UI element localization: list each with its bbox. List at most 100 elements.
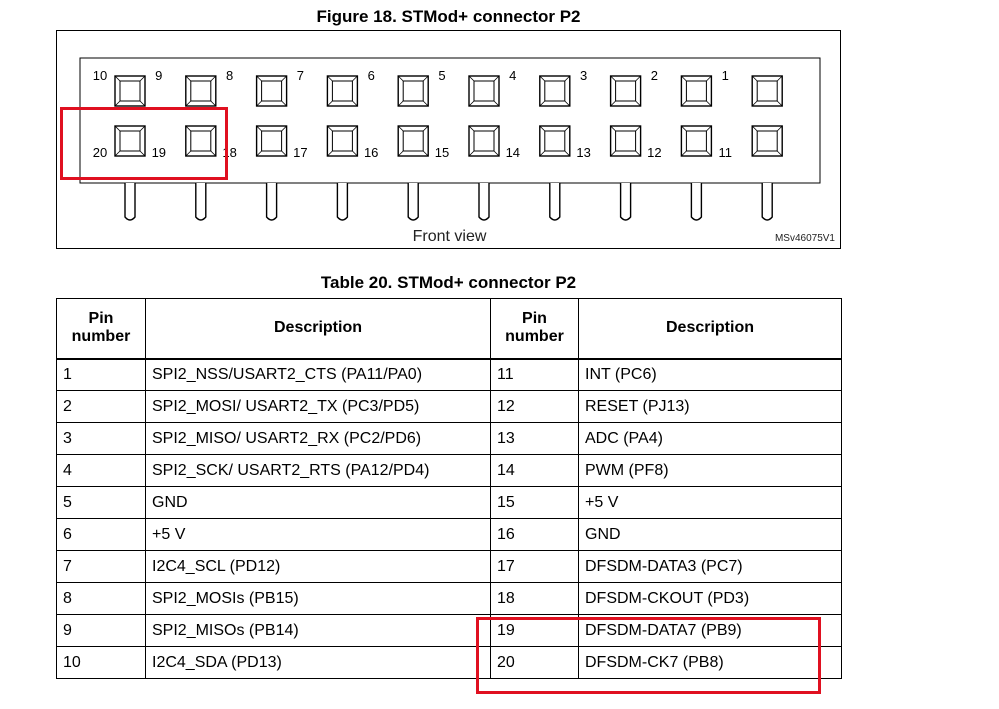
connector-body [79, 57, 821, 184]
pin-cell: 5 [56, 486, 146, 519]
pin-cell: 12 [490, 390, 579, 423]
pin-socket-16 [397, 125, 429, 157]
pin-label-4: 4 [509, 68, 516, 83]
pin-label-17: 17 [293, 145, 307, 160]
pin-leg [336, 183, 349, 221]
description-cell: +5 V [578, 486, 842, 519]
description-cell: INT (PC6) [578, 358, 842, 391]
pin-label-20: 20 [93, 145, 107, 160]
pin-cell: 9 [56, 614, 146, 647]
pin-cell: 8 [56, 582, 146, 615]
pin-socket-20 [114, 125, 146, 157]
pin-cell: 4 [56, 454, 146, 487]
front-view-label: Front view [412, 228, 487, 245]
pin-leg [478, 183, 490, 221]
pin-cell: 14 [490, 454, 579, 487]
pin-label-8: 8 [226, 68, 233, 83]
pin-leg [407, 183, 419, 221]
pin-cell: 3 [56, 422, 146, 455]
pin-label-2: 2 [651, 68, 658, 83]
description-cell: GND [578, 518, 842, 551]
description-cell: SPI2_MOSIs (PB15) [145, 582, 491, 615]
header-description-1: Description [145, 298, 491, 360]
pin-socket-13 [609, 125, 642, 157]
description-cell: RESET (PJ13) [578, 390, 842, 423]
description-cell: +5 V [145, 518, 491, 551]
description-cell: DFSDM-CKOUT (PD3) [578, 582, 842, 615]
pin-cell: 20 [490, 646, 579, 679]
pin-table: Pin number Description Pin number Descri… [56, 298, 842, 679]
pin-leg [761, 183, 773, 221]
pin-cell: 15 [490, 486, 579, 519]
pin-label-5: 5 [438, 68, 445, 83]
pin-socket-15 [468, 125, 500, 157]
pin-label-11: 11 [718, 145, 732, 160]
description-cell: PWM (PF8) [578, 454, 842, 487]
header-pin-number-2: Pin number [490, 298, 579, 360]
pin-label-16: 16 [364, 145, 378, 160]
header-pin-number-1: Pin number [56, 298, 146, 360]
pin-socket-4 [539, 75, 571, 107]
pin-label-13: 13 [576, 145, 590, 160]
pin-socket-11 [751, 125, 783, 157]
pin-leg [195, 183, 207, 221]
pin-label-19: 19 [152, 145, 166, 160]
description-cell: DFSDM-CK7 (PB8) [578, 646, 842, 679]
pin-cell: 19 [490, 614, 579, 647]
figure-reference: MSv46075V1 [774, 233, 835, 244]
pin-socket-2 [680, 75, 713, 107]
pin-label-7: 7 [297, 68, 304, 83]
pin-socket-17 [326, 125, 359, 157]
pin-socket-6 [397, 75, 429, 107]
pin-socket-12 [680, 125, 713, 157]
pin-label-3: 3 [580, 68, 587, 83]
pin-socket-10 [114, 75, 146, 107]
pin-cell: 18 [490, 582, 579, 615]
pin-leg [690, 183, 703, 221]
description-cell: GND [145, 486, 491, 519]
pin-leg [265, 183, 278, 221]
description-cell: I2C4_SDA (PD13) [145, 646, 491, 679]
pin-label-12: 12 [647, 145, 661, 160]
pin-cell: 2 [56, 390, 146, 423]
pin-label-6: 6 [368, 68, 375, 83]
figure-caption: Figure 18. STMod+ connector P2 [316, 7, 581, 26]
description-cell: I2C4_SCL (PD12) [145, 550, 491, 583]
description-cell: DFSDM-DATA7 (PB9) [578, 614, 842, 647]
description-cell: ADC (PA4) [578, 422, 842, 455]
pin-label-10: 10 [93, 68, 107, 83]
pin-socket-3 [609, 75, 642, 107]
pin-leg [549, 183, 561, 221]
pin-cell: 1 [56, 358, 146, 391]
pin-cell: 17 [490, 550, 579, 583]
description-cell: SPI2_MISO/ USART2_RX (PC2/PD6) [145, 422, 491, 455]
pin-socket-9 [185, 75, 217, 107]
pin-socket-18 [255, 125, 288, 157]
pin-cell: 11 [490, 358, 579, 391]
pin-cell: 10 [56, 646, 146, 679]
pin-socket-1 [751, 75, 783, 107]
pin-socket-5 [468, 75, 500, 107]
table-header-row: Pin number Description Pin number Descri… [56, 298, 842, 360]
table-caption: Table 20. STMod+ connector P2 [320, 273, 577, 292]
pin-socket-19 [185, 125, 217, 157]
pin-cell: 7 [56, 550, 146, 583]
pin-label-1: 1 [722, 68, 729, 83]
pin-cell: 6 [56, 518, 146, 551]
description-cell: SPI2_NSS/USART2_CTS (PA11/PA0) [145, 358, 491, 391]
pin-label-15: 15 [435, 145, 449, 160]
pin-leg [124, 183, 136, 221]
description-cell: SPI2_MISOs (PB14) [145, 614, 491, 647]
